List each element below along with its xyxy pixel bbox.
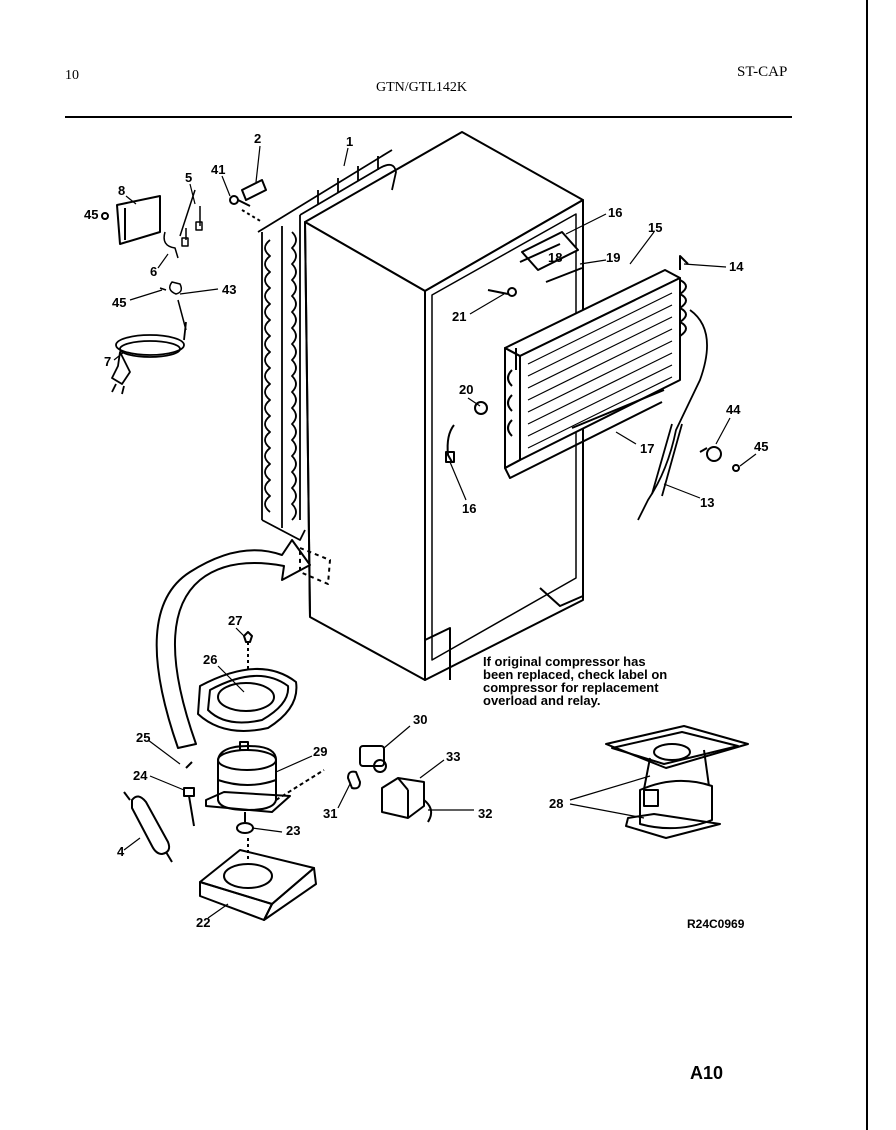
callout-33: 33 [446,749,460,764]
callout-8: 8 [118,183,125,198]
thermostat-parts-5-6 [159,189,203,331]
note-line: compressor for replacement [483,680,659,695]
page-id: A10 [690,1063,724,1083]
grommet-23 [236,812,254,834]
note-line: If original compressor has [483,654,646,669]
callout-24: 24 [133,768,148,783]
callout-45b: 45 [112,295,126,310]
assembly-arrow [155,539,331,749]
page-number: 10 [65,68,79,83]
callout-23: 23 [286,823,300,838]
callout-13: 13 [700,495,714,510]
callout-44: 44 [726,402,741,417]
callout-22: 22 [196,915,210,930]
callout-5: 5 [185,170,192,185]
callout-45c: 45 [754,439,768,454]
callout-27: 27 [228,613,242,628]
parts-24-25 [183,761,195,827]
callout-7: 7 [104,354,111,369]
cabinet [304,131,584,681]
callout-30: 30 [413,712,427,727]
compressor-28-alt [605,725,749,839]
callout-18: 18 [548,250,562,265]
callout-20: 20 [459,382,473,397]
callout-31: 31 [323,806,337,821]
header-rule [65,116,792,118]
callout-4: 4 [117,844,125,859]
base-22 [199,838,317,921]
callout-1: 1 [346,134,353,149]
callout-28: 28 [549,796,563,811]
fitting-44 [699,446,740,472]
callout-2: 2 [254,131,261,146]
leader-lines [113,145,757,919]
callout-29: 29 [313,744,327,759]
note-line: been replaced, check label on [483,667,668,682]
callout-43: 43 [222,282,236,297]
callout-45a: 45 [84,207,98,222]
condenser-coil [257,149,397,541]
callout-26: 26 [203,652,217,667]
drawing-code: R24C0969 [687,917,745,931]
parts-20-21-16 [445,287,517,463]
drier-4 [123,791,173,863]
relay-30-31 [347,745,387,790]
callout-16b: 16 [608,205,622,220]
evaporator-15 [504,255,689,479]
bracket-8 [101,195,161,245]
overload-32-33 [381,777,433,823]
model-number: GTN/GTL142K [376,80,467,95]
section-code: ST-CAP [737,64,788,80]
compressor-29 [205,741,325,813]
page-border [866,0,868,1130]
compressor-note: If original compressor has been replaced… [483,655,713,707]
channel-18 [519,231,583,283]
pan-26 [197,667,298,732]
note-line: overload and relay. [483,693,601,708]
power-cord-7 [111,321,187,395]
heater-17 [571,389,665,429]
bracket-2 [229,179,267,223]
callout-25: 25 [136,730,150,745]
callout-16a: 16 [462,501,476,516]
callout-6: 6 [150,264,157,279]
callout-15: 15 [648,220,662,235]
callout-14: 14 [729,259,744,274]
callout-21: 21 [452,309,466,324]
callout-32: 32 [478,806,492,821]
callout-19: 19 [606,250,620,265]
callout-41: 41 [211,162,225,177]
callout-17: 17 [640,441,654,456]
